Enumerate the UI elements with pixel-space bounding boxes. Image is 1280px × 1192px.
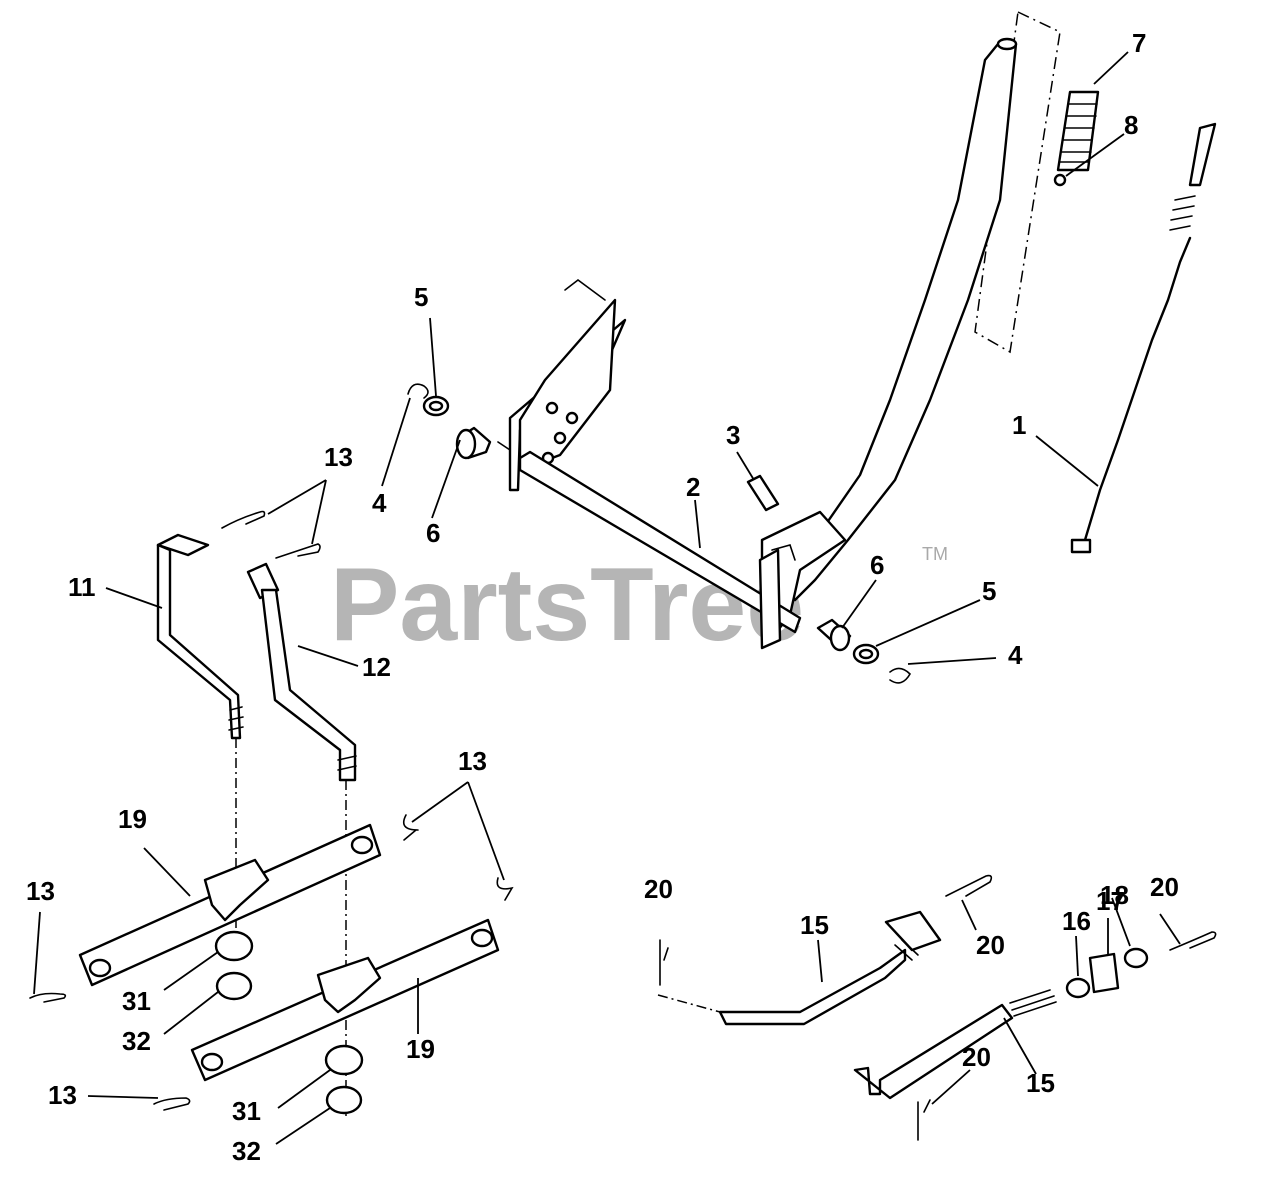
callout-19: 19 bbox=[118, 804, 147, 834]
pin-part-3 bbox=[746, 474, 780, 512]
callout-1: 1 bbox=[1012, 410, 1026, 440]
block-part-17 bbox=[1088, 952, 1120, 994]
hairpin-13-bottom bbox=[153, 1097, 191, 1111]
clip-20-upper bbox=[945, 874, 993, 897]
leader-lines bbox=[33, 51, 1181, 1145]
callout-6: 6 bbox=[870, 550, 884, 580]
hairpin-13-upper-a bbox=[221, 510, 266, 529]
callout-4: 4 bbox=[1008, 640, 1023, 670]
callout-7: 7 bbox=[1132, 28, 1146, 58]
clip-20-left bbox=[659, 939, 669, 986]
mount-bracket bbox=[508, 278, 627, 492]
callout-32: 32 bbox=[122, 1026, 151, 1056]
lift-handle-outline bbox=[974, 10, 1061, 354]
callouts: 1 2 3 4 4 5 5 6 6 7 8 11 12 13 13 13 13 … bbox=[26, 28, 1179, 1166]
hardware-right bbox=[816, 618, 911, 684]
callout-20: 20 bbox=[962, 1042, 991, 1072]
adjust-rod-15-upper bbox=[718, 910, 942, 1026]
callout-5: 5 bbox=[414, 282, 428, 312]
callout-19: 19 bbox=[406, 1034, 435, 1064]
nut-part-18 bbox=[1123, 947, 1149, 969]
callout-4: 4 bbox=[372, 488, 387, 518]
callout-15: 15 bbox=[1026, 1068, 1055, 1098]
watermark-text: PartsTree bbox=[330, 547, 804, 663]
callout-11: 11 bbox=[68, 572, 96, 602]
clip-20-bottom bbox=[917, 1099, 931, 1141]
ball-part-8 bbox=[1053, 173, 1067, 187]
callout-31: 31 bbox=[232, 1096, 261, 1126]
lift-link-part-11 bbox=[156, 533, 244, 740]
cross-shaft-part-2 bbox=[518, 450, 802, 650]
lift-lever bbox=[760, 37, 1018, 642]
hairpin-13-left bbox=[29, 992, 67, 1003]
callout-13: 13 bbox=[48, 1080, 77, 1110]
lift-arm-19-upper bbox=[78, 823, 382, 987]
hardware-left bbox=[407, 383, 511, 460]
callout-32: 32 bbox=[232, 1136, 261, 1166]
callout-18: 18 bbox=[1100, 880, 1129, 910]
callout-15: 15 bbox=[800, 910, 829, 940]
nut-32-left bbox=[215, 971, 253, 1001]
callout-17: 17 bbox=[1096, 886, 1125, 916]
centerline-rod bbox=[657, 994, 721, 1013]
callout-16: 16 bbox=[1062, 906, 1091, 936]
cable-part-1 bbox=[1070, 122, 1217, 554]
callout-2: 2 bbox=[686, 472, 700, 502]
lift-link-part-12 bbox=[246, 562, 357, 782]
nut-part-16 bbox=[1065, 977, 1091, 999]
adjust-rod-15-lower bbox=[853, 989, 1057, 1100]
callout-3: 3 bbox=[726, 420, 740, 450]
callout-31: 31 bbox=[122, 986, 151, 1016]
callout-20: 20 bbox=[976, 930, 1005, 960]
callout-13: 13 bbox=[458, 746, 487, 776]
callout-20: 20 bbox=[1150, 872, 1179, 902]
spring-part-7 bbox=[1056, 90, 1100, 172]
clip-20-right bbox=[1169, 931, 1217, 951]
nut-32-right bbox=[325, 1085, 363, 1115]
spacer-31-left bbox=[214, 930, 254, 962]
callout-13: 13 bbox=[26, 876, 55, 906]
lift-arm-19-lower bbox=[190, 918, 500, 1082]
callout-13: 13 bbox=[324, 442, 353, 472]
callout-8: 8 bbox=[1124, 110, 1138, 140]
callout-6: 6 bbox=[426, 518, 440, 548]
hairpin-13-right-a bbox=[402, 814, 419, 841]
callout-20: 20 bbox=[644, 874, 673, 904]
watermark-trademark: TM bbox=[922, 544, 948, 564]
callout-12: 12 bbox=[362, 652, 391, 682]
callout-5: 5 bbox=[982, 576, 996, 606]
hairpin-13-upper-b bbox=[275, 543, 321, 559]
spacer-31-right bbox=[324, 1044, 364, 1076]
hairpin-13-right-b bbox=[496, 877, 514, 901]
